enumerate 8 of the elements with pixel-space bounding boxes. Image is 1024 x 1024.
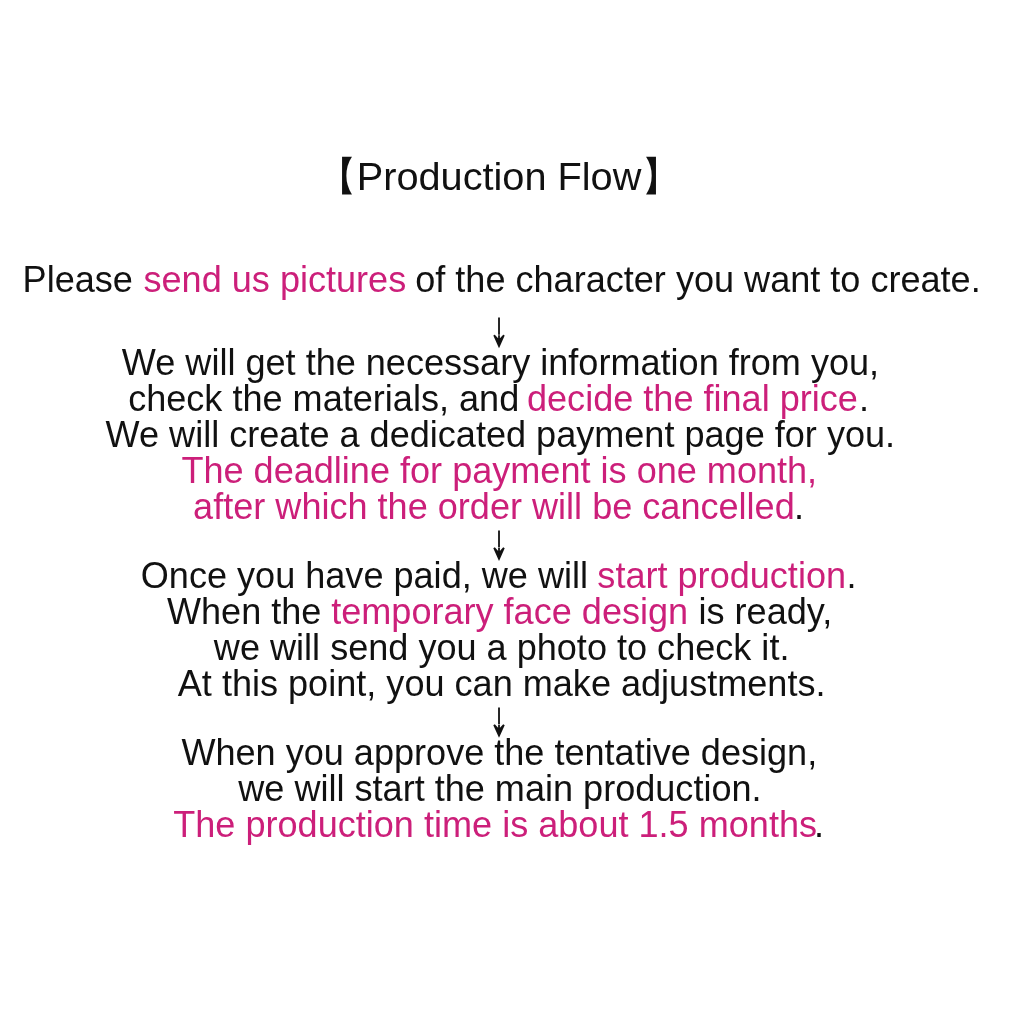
node-text: Please send us pictures of the character you want to create. <box>22 258 981 300</box>
node-text: When you approve the tentative design, we will start the main production. The production time is about 1.5 months. <box>173 731 824 845</box>
node-text: We will get the necessary information from you, check the materials, and decide the final price. We will create a dedicated payment page for you. The deadline for payment is one month, after which the order will be cancelled. <box>105 341 896 527</box>
arrow <box>493 529 505 560</box>
node-text: Once you have paid, we will start production. When the temporary face design is ready, we will send you a photo to check it. At this point, you can make adjustments. <box>140 554 857 704</box>
arrow <box>493 316 505 347</box>
diagram-title: 【Production Flow】 <box>316 153 682 198</box>
arrow <box>493 706 505 736</box>
